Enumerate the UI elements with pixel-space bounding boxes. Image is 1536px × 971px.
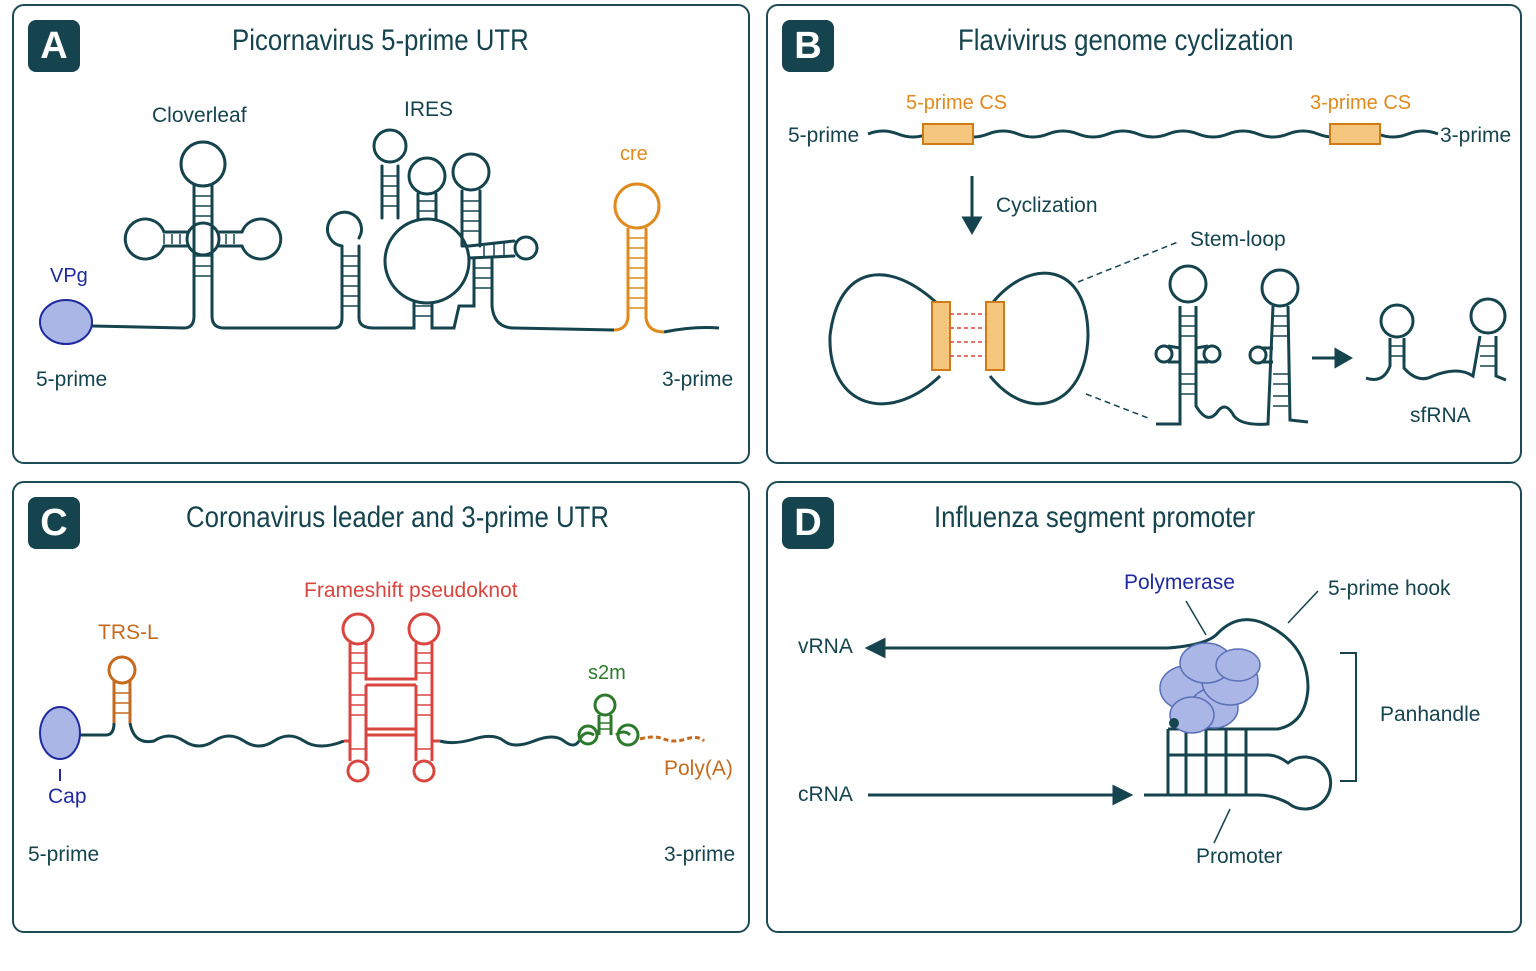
cre-hairpin (613, 182, 665, 334)
s2m-structure (577, 693, 640, 747)
label-s2m: s2m (588, 662, 626, 684)
label-promoter: Promoter (1196, 845, 1282, 868)
coronavirus-diagram: TRS-L Frameshift pseudoknot s2m (28, 579, 735, 866)
label-polymerase: Polymerase (1124, 571, 1235, 594)
sfrna-structure (1365, 297, 1507, 382)
cap-structure (39, 706, 81, 760)
label-vpg: VPg (50, 265, 88, 287)
panhandle-bracket (1340, 652, 1357, 782)
label-5prime-cs: 5-prime CS (906, 92, 1007, 114)
label-trs-l: TRS-L (98, 621, 159, 644)
poly-a-tail (639, 735, 706, 743)
label-vrna: vRNA (798, 635, 853, 658)
rna-3prime-tail (663, 326, 720, 334)
label-5prime-c: 5-prime (28, 843, 99, 866)
label-cap: Cap (48, 785, 87, 808)
label-cre: cre (620, 143, 648, 165)
influenza-diagram: vRNA cRNA Polymerase 5-prime hook (798, 571, 1480, 868)
vpg-protein (39, 299, 93, 345)
polymerase-complex (1159, 642, 1261, 734)
panel-badge-d: D (782, 497, 834, 549)
label-3prime-cs: 3-prime CS (1310, 92, 1411, 114)
sfrna-arrow (1312, 347, 1354, 369)
panel-badge-a: A (28, 20, 80, 72)
panel-badge-b: B (782, 20, 834, 72)
vrna-arrow (864, 637, 1168, 659)
panel-badge-c: C (28, 497, 80, 549)
label-cyclization: Cyclization (996, 194, 1098, 217)
panel-title-d: Influenza segment promoter (934, 501, 1256, 534)
label-5prime-b: 5-prime (788, 124, 859, 147)
trs-l-hairpin (107, 655, 137, 723)
panel-title-a: Picornavirus 5-prime UTR (232, 24, 529, 57)
panel-picornavirus: A Picornavirus 5-prime UTR (12, 4, 750, 464)
label-sfrna: sfRNA (1410, 404, 1471, 427)
panel-influenza: D Influenza segment promoter vRNA cRNA (766, 481, 1522, 933)
label-panhandle: Panhandle (1380, 703, 1480, 726)
label-stem-loop: Stem-loop (1190, 228, 1286, 251)
rna-backbone (90, 284, 196, 330)
label-5prime-hook: 5-prime hook (1328, 577, 1451, 600)
cs-5prime-box (922, 123, 974, 145)
picornavirus-diagram: VPg Cloverleaf IRES cre 5-prime 3-prime (36, 98, 733, 391)
panel-flavivirus: B Flavivirus genome cyclization 5-prime … (766, 4, 1522, 464)
label-ires: IRES (404, 98, 453, 121)
label-5prime-a: 5-prime (36, 368, 107, 391)
panel-title-b: Flavivirus genome cyclization (958, 24, 1294, 57)
panhandle-rna (1144, 618, 1333, 811)
label-frameshift: Frameshift pseudoknot (304, 579, 518, 602)
label-3prime-c: 3-prime (664, 843, 735, 866)
frameshift-pseudoknot (341, 612, 441, 783)
stem-loop-pair (1154, 264, 1309, 426)
label-crna: cRNA (798, 783, 853, 806)
crna-arrow (868, 784, 1134, 806)
label-poly-a: Poly(A) (664, 757, 733, 780)
panel-title-c: Coronavirus leader and 3-prime UTR (186, 501, 610, 534)
cyclization-arrow (961, 176, 983, 236)
label-3prime-b: 3-prime (1440, 124, 1511, 147)
panel-coronavirus: C Coronavirus leader and 3-prime UTR TRS… (12, 481, 750, 933)
flavivirus-diagram: 5-prime CS 3-prime CS 5-prime 3-prime Cy… (788, 92, 1511, 427)
rna-backbone (74, 722, 345, 748)
cloverleaf-structure (123, 140, 283, 288)
circular-genome (828, 271, 1090, 406)
label-3prime-a: 3-prime (662, 368, 733, 391)
label-cloverleaf: Cloverleaf (152, 104, 247, 127)
cs-3prime-box (1329, 123, 1381, 145)
